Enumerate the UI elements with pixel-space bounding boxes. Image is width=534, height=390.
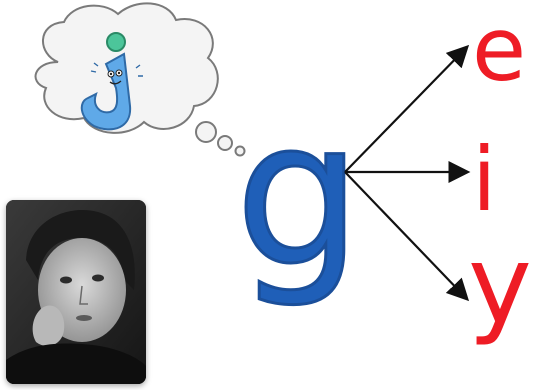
target-letter-e: e: [472, 0, 527, 101]
target-letter-y: y: [468, 223, 532, 348]
thought-bubble-dot-small: [234, 145, 246, 157]
thought-bubble-dot-medium: [217, 135, 233, 151]
target-letter-i: i: [472, 128, 497, 231]
arrow-to-e: [344, 44, 470, 173]
source-letter-g: g: [234, 78, 364, 311]
thinking-child-photo: [6, 200, 146, 384]
arrow-to-y: [344, 171, 470, 302]
thought-bubble-dot-large: [195, 121, 217, 143]
cartoon-letter-j-icon: [80, 32, 143, 131]
thought-bubble-icon: [34, 2, 246, 157]
